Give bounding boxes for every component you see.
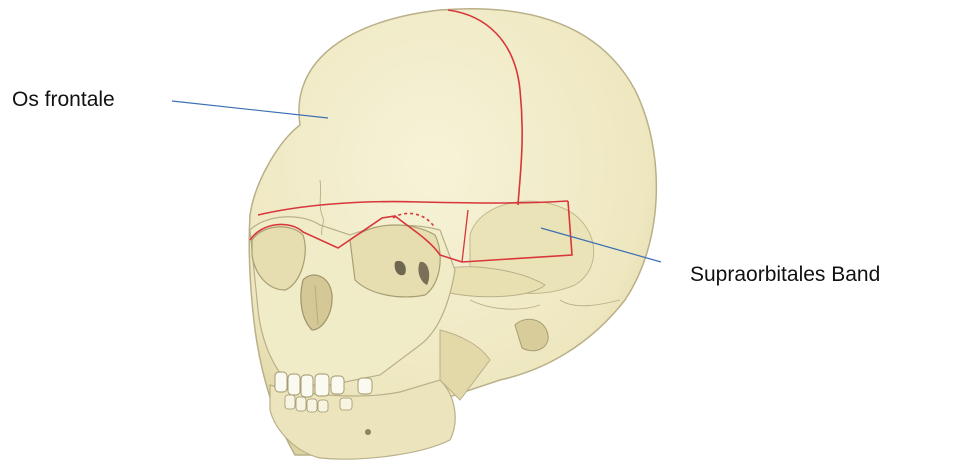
left-orbit — [350, 225, 440, 297]
os-frontale-label: Os frontale — [12, 89, 115, 110]
supraorbital-band-label: Supraorbitales Band — [690, 264, 880, 285]
